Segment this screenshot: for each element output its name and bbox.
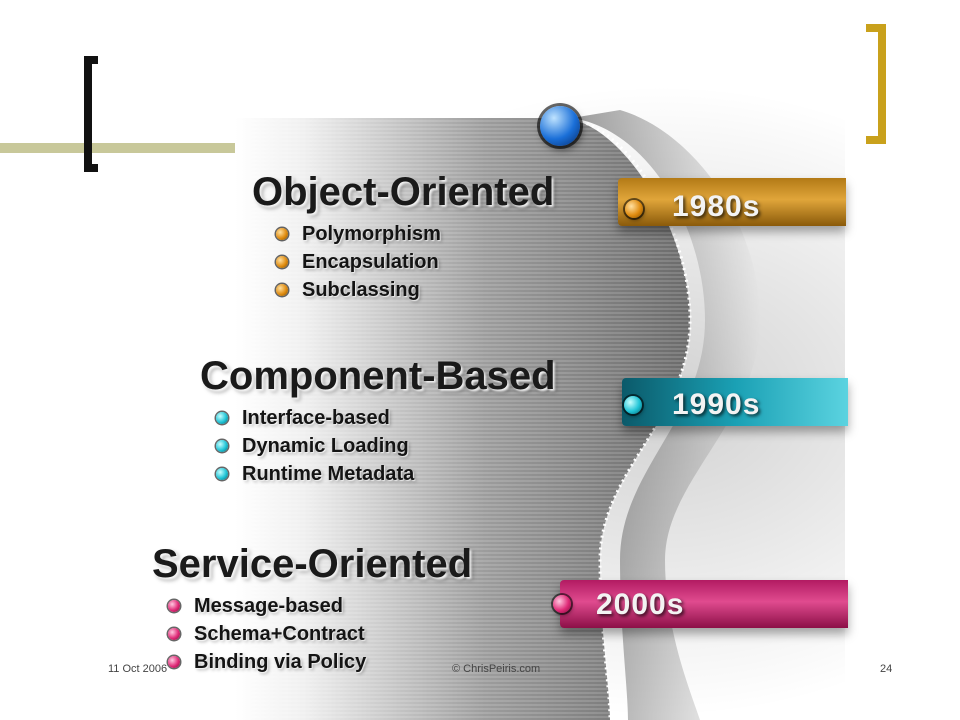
object-oriented-list: Polymorphism Encapsulation Subclassing bbox=[274, 220, 441, 304]
section-heading-object-oriented: Object-Oriented bbox=[252, 170, 555, 214]
list-item-label: Dynamic Loading bbox=[242, 435, 409, 457]
list-item: Encapsulation bbox=[274, 248, 441, 276]
list-item-label: Message-based bbox=[194, 595, 343, 617]
list-item-label: Subclassing bbox=[302, 279, 420, 301]
orange-dot-icon bbox=[625, 200, 643, 218]
bullet-icon bbox=[276, 256, 288, 268]
bullet-icon bbox=[216, 468, 228, 480]
list-item-label: Interface-based bbox=[242, 407, 390, 429]
era-label-2000s: 2000s bbox=[596, 588, 685, 621]
bullet-icon bbox=[168, 656, 180, 668]
service-oriented-list: Message-based Schema+Contract Binding vi… bbox=[166, 592, 366, 676]
era-label-1990s: 1990s bbox=[672, 388, 761, 421]
list-item-label: Binding via Policy bbox=[194, 651, 367, 673]
list-item-label: Encapsulation bbox=[302, 251, 439, 273]
component-based-list: Interface-based Dynamic Loading Runtime … bbox=[214, 404, 414, 488]
bullet-icon bbox=[276, 284, 288, 296]
footer-date: 11 Oct 2006 bbox=[108, 663, 168, 675]
pink-dot-icon bbox=[553, 595, 571, 613]
era-bar-1980s bbox=[618, 178, 846, 226]
blue-sphere-icon bbox=[540, 106, 580, 146]
page-number: 24 bbox=[880, 663, 893, 675]
bullet-icon bbox=[276, 228, 288, 240]
list-item-label: Polymorphism bbox=[302, 223, 441, 245]
era-bar-2000s bbox=[560, 580, 848, 628]
list-item: Runtime Metadata bbox=[214, 460, 414, 488]
list-item-label: Runtime Metadata bbox=[242, 463, 415, 485]
right-bracket bbox=[866, 24, 886, 144]
bullet-icon bbox=[168, 628, 180, 640]
list-item: Message-based bbox=[166, 592, 366, 620]
list-item: Interface-based bbox=[214, 404, 414, 432]
list-item: Dynamic Loading bbox=[214, 432, 414, 460]
list-item-label: Schema+Contract bbox=[194, 623, 365, 645]
section-heading-service-oriented: Service-Oriented bbox=[152, 542, 473, 586]
left-bracket bbox=[84, 56, 98, 172]
list-item: Polymorphism bbox=[274, 220, 441, 248]
era-bar-1990s bbox=[622, 378, 848, 426]
bullet-icon bbox=[168, 600, 180, 612]
section-heading-component-based: Component-Based bbox=[200, 354, 556, 398]
bullet-icon bbox=[216, 412, 228, 424]
list-item: Binding via Policy bbox=[166, 648, 366, 676]
era-label-1980s: 1980s bbox=[672, 190, 761, 223]
accent-line bbox=[0, 143, 305, 153]
teal-dot-icon bbox=[624, 396, 642, 414]
bullet-icon bbox=[216, 440, 228, 452]
list-item: Subclassing bbox=[274, 276, 441, 304]
footer-copyright: © ChrisPeiris.com bbox=[452, 663, 541, 675]
list-item: Schema+Contract bbox=[166, 620, 366, 648]
